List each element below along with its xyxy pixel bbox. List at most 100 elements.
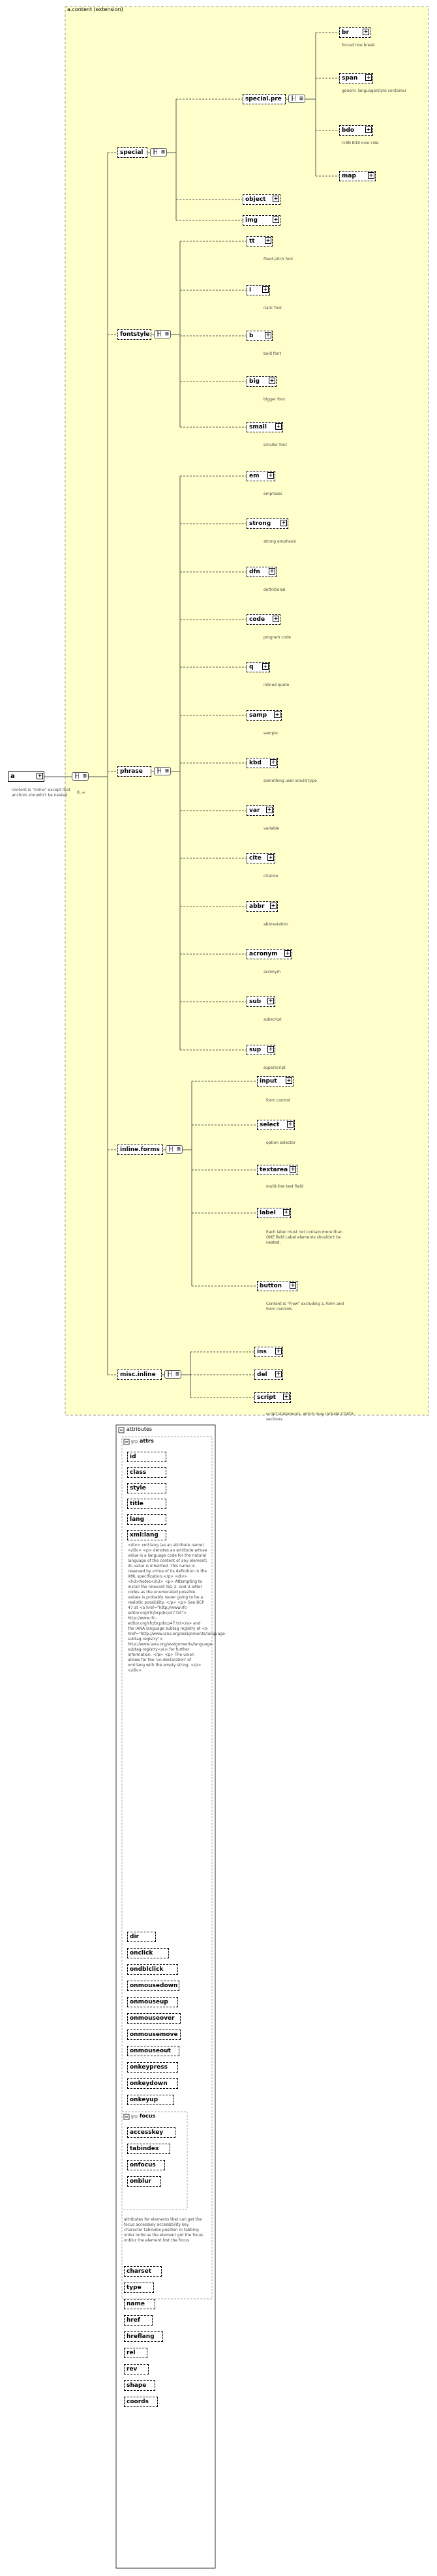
attribute-tabindex[interactable]: tabindex	[127, 2144, 170, 2154]
note-input: form control	[266, 1098, 290, 1103]
root-choice-compositor[interactable]: ┠┤⊞	[72, 772, 89, 781]
element-map[interactable]: map	[339, 171, 376, 181]
root-occurrence: 0..∞	[77, 790, 85, 795]
group-special[interactable]: special	[117, 147, 147, 158]
choice-compositor-special[interactable]: ┠┤⊞	[150, 148, 167, 157]
element-kbd[interactable]: kbd	[247, 758, 278, 768]
attribute-onblur[interactable]: onblur	[127, 2176, 161, 2187]
note-sub: subscript	[264, 1017, 282, 1022]
focus-grp-prefix: grp	[131, 2114, 138, 2119]
note-br: forced line break	[342, 43, 375, 48]
attribute-lang[interactable]: lang	[127, 1514, 166, 1525]
choice-compositor-special-pre-glyph: ┠┤	[291, 96, 297, 101]
note-script: script statements, which may include CDA…	[266, 1412, 354, 1422]
element-bdo[interactable]: bdo	[339, 125, 373, 136]
attributes-title: attributes	[127, 1426, 153, 1432]
element-b[interactable]: b	[247, 331, 273, 341]
element-big[interactable]: big	[247, 376, 277, 387]
group-misc-inline[interactable]: misc.inline	[117, 1370, 162, 1380]
attribute-id[interactable]: id	[127, 1452, 166, 1462]
note-q: inlined quote	[264, 683, 290, 687]
choice-compositor-special-pre[interactable]: ┠┤⊞	[288, 95, 305, 103]
choice-compositor-fontstyle[interactable]: ┠┤⊞	[154, 330, 171, 338]
element-dfn[interactable]: dfn	[247, 567, 277, 577]
attribute-title[interactable]: title	[127, 1499, 166, 1509]
element-ins[interactable]: ins	[254, 1347, 283, 1357]
element-var[interactable]: var	[247, 805, 274, 816]
choice-compositor-misc-inline-glyph: ┠┤	[167, 1371, 173, 1377]
element-strong[interactable]: strong	[247, 518, 288, 529]
attribute-rev[interactable]: rev	[124, 2364, 149, 2374]
choice-compositor-inline-forms[interactable]: ┠┤⊞	[166, 1145, 183, 1154]
element-code[interactable]: code	[247, 614, 280, 625]
attribute-type[interactable]: type	[124, 2283, 154, 2293]
element-a[interactable]: a	[8, 771, 44, 782]
choice-compositor-phrase[interactable]: ┠┤⊞	[154, 767, 171, 775]
group-inline-forms[interactable]: inline.forms	[117, 1145, 163, 1155]
element-tt[interactable]: tt	[247, 236, 273, 247]
element-select[interactable]: select	[257, 1120, 295, 1130]
choice-compositor-inline-forms-expand-icon: ⊞	[177, 1146, 181, 1152]
attribute-href[interactable]: href	[124, 2315, 153, 2326]
group-fontstyle[interactable]: fontstyle	[117, 329, 151, 340]
attribute-hreflang[interactable]: hreflang	[124, 2331, 163, 2342]
attribute-onmouseup[interactable]: onmouseup	[127, 1997, 178, 2007]
element-em[interactable]: em	[247, 471, 275, 481]
element-sup[interactable]: sup	[247, 1045, 275, 1055]
element-img[interactable]: img	[243, 215, 280, 226]
root-choice-compositor-glyph: ┠┤	[74, 773, 80, 779]
element-label[interactable]: label	[257, 1208, 291, 1218]
attribute-onkeyup[interactable]: onkeyup	[127, 2095, 174, 2105]
choice-compositor-special-pre-expand-icon: ⊞	[299, 96, 303, 101]
note-tt: fixed pitch font	[264, 257, 294, 262]
note-span: generic language/style container	[342, 89, 407, 93]
element-script[interactable]: script	[254, 1392, 291, 1403]
element-input[interactable]: input	[257, 1076, 294, 1086]
attribute-name[interactable]: name	[124, 2299, 155, 2309]
element-i[interactable]: i	[247, 285, 270, 295]
note-textarea: multi-line text field	[266, 1184, 303, 1189]
attribute-charset[interactable]: charset	[124, 2266, 162, 2277]
element-samp[interactable]: samp	[247, 710, 282, 721]
attrs-group-name: attrs	[140, 1438, 154, 1444]
attribute-class[interactable]: class	[127, 1467, 166, 1478]
attribute-style[interactable]: style	[127, 1483, 166, 1493]
group-special-pre[interactable]: special.pre	[243, 94, 286, 104]
attribute-xml-lang[interactable]: xml:lang	[127, 1530, 166, 1540]
attribute-accesskey[interactable]: accesskey	[127, 2127, 175, 2138]
attribute-dir[interactable]: dir	[127, 1932, 156, 1942]
element-abbr[interactable]: abbr	[247, 901, 278, 912]
attribute-onkeydown[interactable]: onkeydown	[127, 2078, 178, 2089]
element-sub[interactable]: sub	[247, 996, 275, 1007]
choice-compositor-misc-inline[interactable]: ┠┤⊞	[164, 1370, 181, 1379]
attribute-onclick[interactable]: onclick	[127, 1948, 169, 1958]
attribute-onmousedown[interactable]: onmousedown	[127, 1981, 179, 1991]
element-span[interactable]: span	[339, 73, 373, 83]
focus-group-name: focus	[140, 2113, 156, 2119]
element-acronym[interactable]: acronym	[247, 949, 292, 959]
element-textarea[interactable]: textarea	[257, 1165, 297, 1175]
element-q[interactable]: q	[247, 662, 270, 672]
element-cite[interactable]: cite	[247, 853, 275, 863]
group-phrase[interactable]: phrase	[117, 766, 151, 777]
choice-compositor-special-glyph: ┠┤	[153, 149, 158, 155]
element-small[interactable]: small	[247, 422, 283, 432]
attribute-ondblclick[interactable]: ondblclick	[127, 1964, 178, 1975]
note-select: option selector	[266, 1141, 295, 1145]
note-small: smaller font	[264, 443, 287, 447]
attribute-onmouseout[interactable]: onmouseout	[127, 2046, 179, 2056]
element-object[interactable]: object	[243, 194, 280, 205]
attribute-onkeypress[interactable]: onkeypress	[127, 2062, 178, 2073]
choice-compositor-misc-inline-expand-icon: ⊞	[175, 1371, 179, 1377]
content-group-title: a.content (extension)	[67, 7, 123, 12]
element-del[interactable]: del	[254, 1370, 283, 1380]
attribute-shape[interactable]: shape	[124, 2380, 155, 2391]
attribute-onfocus[interactable]: onfocus	[127, 2160, 165, 2170]
element-br[interactable]: br	[339, 27, 370, 38]
attribute-coords[interactable]: coords	[124, 2397, 158, 2407]
attribute-onmouseover[interactable]: onmouseover	[127, 2013, 181, 2024]
attribute-rel[interactable]: rel	[124, 2348, 147, 2358]
attribute-onmousemove[interactable]: onmousemove	[127, 2029, 181, 2040]
element-button[interactable]: button	[257, 1281, 297, 1291]
